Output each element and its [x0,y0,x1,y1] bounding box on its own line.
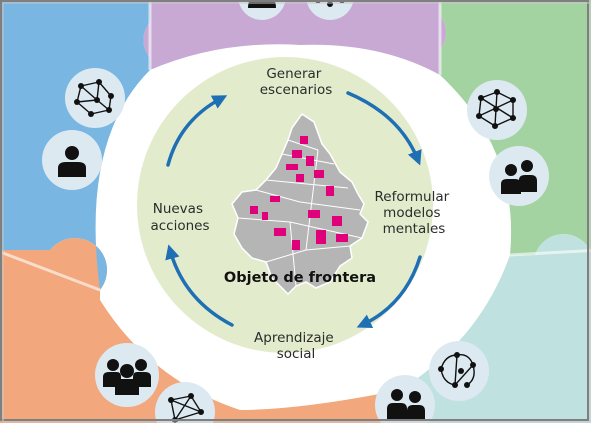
label-line: escenarios [260,82,333,98]
label-line: social [277,346,316,362]
label-nuevas-acciones: Nuevas acciones [150,201,209,234]
group-icon [103,359,151,395]
icon-group-top-right [467,80,549,206]
label-line: acciones [150,218,209,234]
icon-badge [489,146,549,206]
icon-badge [306,0,354,20]
arrow-bottom-left [165,244,234,327]
icon-group-bottom-left [95,343,215,423]
puzzle-piece-top [143,0,447,75]
map-highlights [250,136,348,250]
label-line: Nuevas [153,201,203,217]
person-icon [58,146,86,177]
network-icon [438,352,476,388]
group-icon [501,160,537,194]
cycle-arrows [165,91,422,328]
label-reformular-modelos-mentales: Reformular modelos mentales [375,189,454,237]
arrow-right-bottom [356,255,422,328]
label-line: Reformular [375,189,450,205]
city-map [231,112,369,296]
group-icon [387,389,425,419]
map-title: Objeto de frontera [224,270,376,286]
network-icon [74,79,114,117]
arrow-top-right [346,91,422,166]
network-icon [476,89,516,129]
arrow-left-top [166,95,228,167]
label-line: Aprendizaje [254,330,334,346]
label-line: mentales [383,221,446,237]
label-line: Generar [266,66,321,82]
label-line: modelos [383,205,440,221]
label-generar-escenarios: Generar escenarios [260,66,333,98]
label-aprendizaje-social: Aprendizaje social [254,330,338,362]
icon-group-bottom-right [375,341,489,423]
icon-group-left [42,68,125,190]
